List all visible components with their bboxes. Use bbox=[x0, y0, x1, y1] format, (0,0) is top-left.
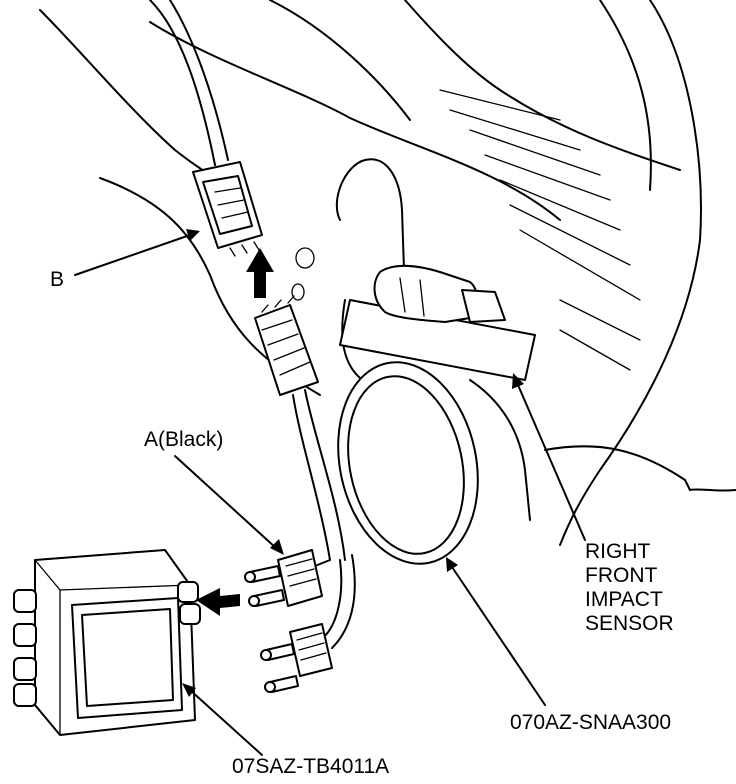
label-sensor-line4: SENSOR bbox=[585, 612, 674, 635]
label-harness: 070AZ-SNAA300 bbox=[510, 711, 672, 734]
label-connector-a: A(Black) bbox=[144, 428, 224, 451]
connect-arrow-up bbox=[246, 248, 274, 298]
test-box bbox=[13, 549, 201, 736]
impact-sensor bbox=[339, 264, 536, 381]
label-test-box: 07SAZ-TB4011A bbox=[232, 755, 390, 778]
label-connector-b: B bbox=[50, 268, 65, 291]
leader-lines bbox=[74, 229, 586, 756]
harness-connector-upper bbox=[254, 295, 319, 396]
test-box-terminals-right bbox=[177, 581, 201, 625]
connector-a-black bbox=[244, 549, 323, 607]
harness-cable bbox=[39, 0, 479, 649]
vehicle-body-panel bbox=[99, 0, 736, 546]
test-box-terminals-left bbox=[13, 589, 37, 707]
label-sensor-line2: FRONT bbox=[585, 564, 658, 587]
connector-secondary bbox=[260, 623, 333, 693]
label-sensor-line1: RIGHT bbox=[585, 540, 651, 563]
connect-arrow-left bbox=[196, 588, 240, 616]
label-sensor-line3: IMPACT bbox=[585, 588, 663, 611]
connector-b bbox=[192, 161, 263, 257]
